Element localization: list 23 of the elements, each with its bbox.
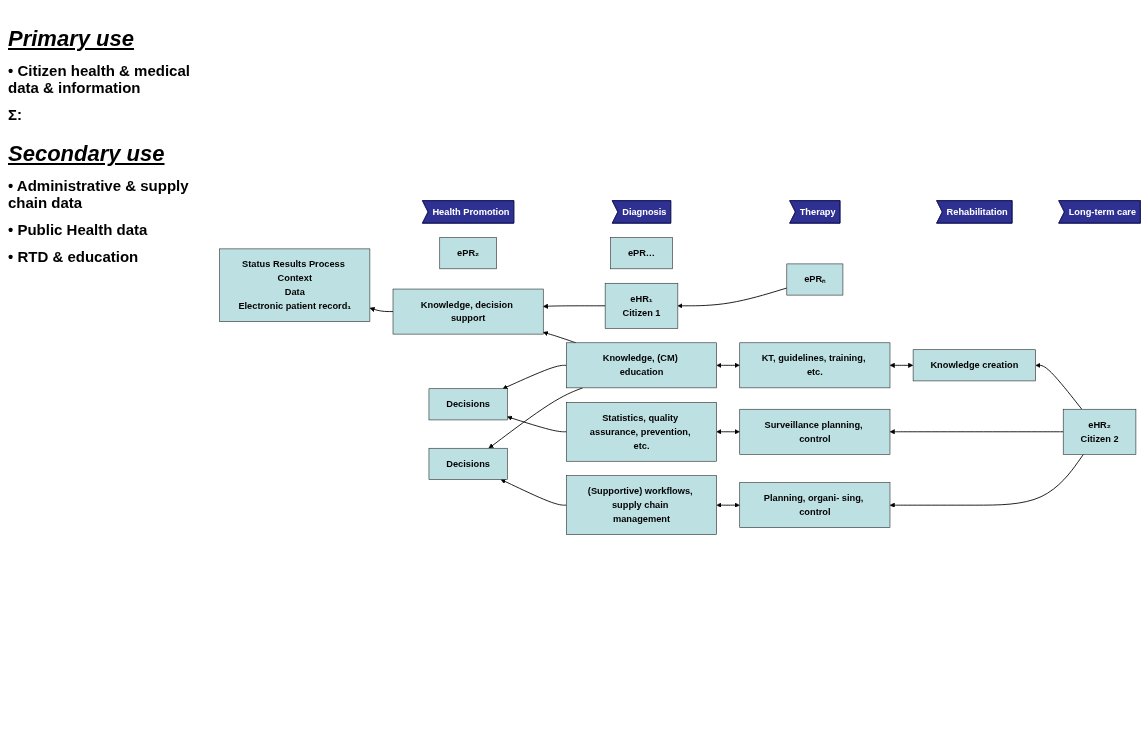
node-box: (Supportive) workflows, supply chain management [566, 475, 717, 535]
node-box: Decisions [428, 447, 508, 480]
bullet-text: • Public Health data [8, 221, 149, 238]
node-box: Decisions [428, 388, 508, 421]
bullet-text: • Administrative & supply chain data [8, 177, 190, 211]
bullet-text: • RTD & education [8, 248, 140, 265]
node-box: eHR₁ Citizen 1 [604, 282, 679, 329]
section-heading: Secondary use [8, 141, 166, 167]
node-box: Surveillance planning, control [739, 408, 891, 455]
node-box: Status Results Process Context Data Electronic patient record₁ [219, 248, 371, 322]
node-box: eHR₂ Citizen 2 [1062, 408, 1137, 455]
node-box: Knowledge creation [912, 349, 1036, 382]
node-box: Statistics, quality assurance, prevention, etc. [566, 401, 717, 462]
node-box: KT, guidelines, training, etc. [739, 342, 891, 388]
section-heading: Primary use [8, 26, 135, 52]
node-box: ePR… [610, 237, 673, 269]
node-box: ePR₂ [439, 237, 497, 269]
sum-symbol: Σ: [8, 106, 23, 123]
bullet-text: • Citizen health & medical data & information [8, 62, 191, 96]
node-box: Planning, organi- sing, control [739, 482, 891, 528]
node-box: Knowledge, (CM) education [566, 342, 717, 388]
node-box: ePRₙ [786, 263, 844, 296]
node-box: Knowledge, decision support [392, 288, 544, 335]
